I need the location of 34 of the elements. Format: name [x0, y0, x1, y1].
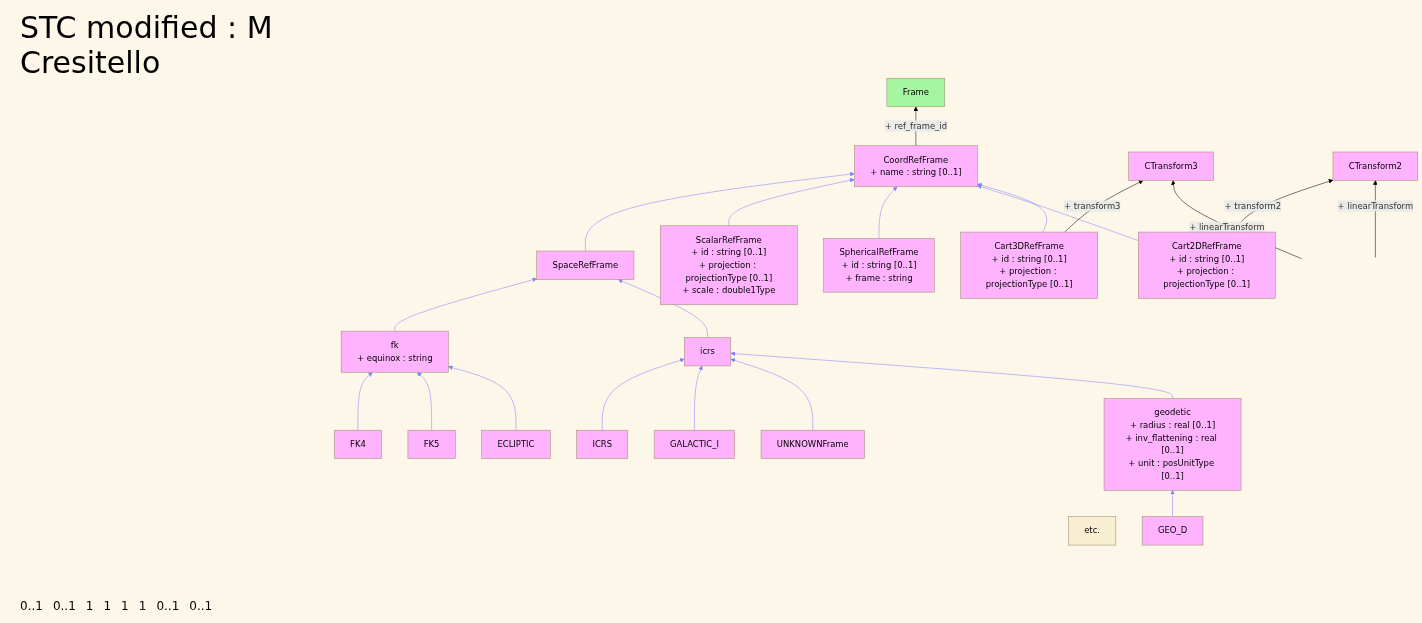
node-box: UNKNOWNFrame [760, 429, 865, 459]
multiplicity-label: 0..1 [156, 599, 180, 613]
edge-label: + transform3 [1064, 200, 1121, 211]
node-box: SpaceRefFrame [536, 250, 635, 280]
node-box: GALACTIC_I [653, 429, 735, 459]
edge-label: + linearTransform [1189, 222, 1265, 233]
node-box: Cart2DRefFrame + id : string [0..1] + projection : projectionType [0..1] [1138, 231, 1276, 299]
multiplicity-label: 0..1 [20, 599, 43, 613]
node-box: GEO_D [1141, 516, 1204, 546]
node-box: CTransform2 [1332, 151, 1419, 181]
node-box: Cart3DRefFrame + id : string [0..1] + projection : projectionType [0..1] [960, 231, 1098, 299]
node-box: ECLIPTIC [481, 429, 551, 459]
edge-label: + linearTransform [1337, 200, 1414, 211]
node-box: ScalarRefFrame + id : string [0..1] + projection : projectionType [0..1] + scale : double1Type [660, 225, 798, 305]
multiplicity-label: 1 [138, 599, 147, 613]
node-box: FK5 [407, 429, 456, 459]
node-box: icrs [684, 337, 731, 367]
edge-label: + ref_frame_id [884, 120, 947, 131]
node-box: CTransform3 [1128, 151, 1214, 181]
node-box: geodetic + radius : real [0..1] + inv_flattening : real [0..1] + unit : posUnitType [0..1] [1103, 398, 1242, 491]
diagram-title: STC modified : M Cresitello [20, 10, 274, 80]
multiplicity-label: 1 [103, 599, 112, 613]
node-box: etc. [1068, 516, 1117, 546]
multiplicity-label: 1 [121, 599, 129, 613]
multiplicity-label: 1 [85, 599, 94, 613]
node-box: CoordRefFrame + name : string [0..1] [854, 145, 978, 187]
edge-label: + transform2 [1224, 200, 1282, 211]
node-box: FK4 [333, 429, 382, 459]
node-box: ICRS [576, 429, 629, 459]
node-box: fk + equinox : string [340, 330, 449, 373]
node-box: SphericalRefFrame + id : string [0..1] + frame : string [823, 238, 935, 293]
multiplicity-label: 0..1 [189, 599, 213, 613]
multiplicity-label: 0..1 [52, 599, 76, 613]
node-box: Frame [886, 77, 946, 107]
